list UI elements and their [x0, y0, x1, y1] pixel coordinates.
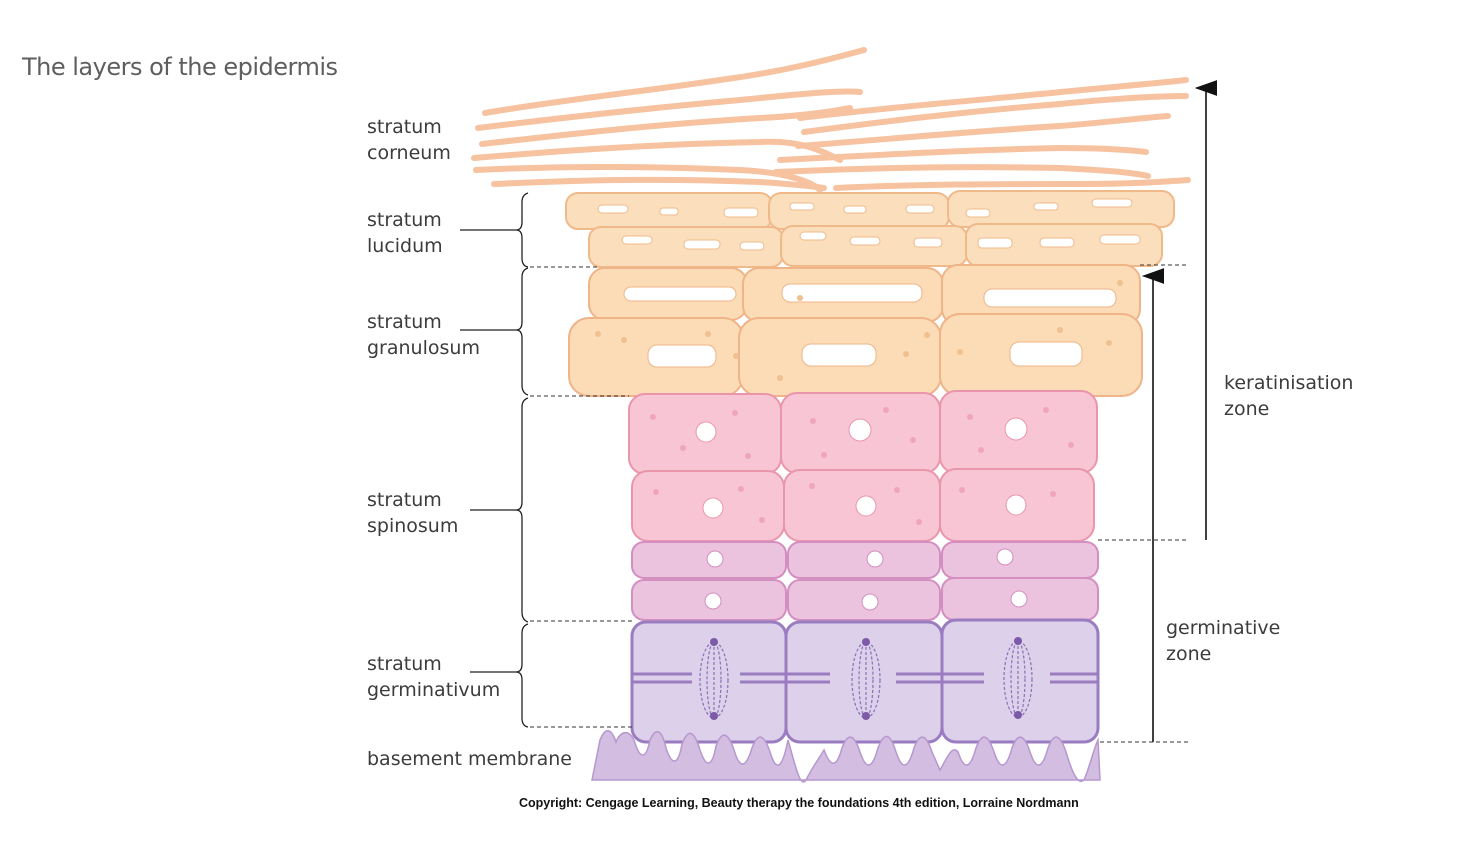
stratum-spinosum-granules [650, 407, 1074, 525]
stratum-spinosum-lower-nuclei [704, 548, 1028, 611]
spindle-poles [710, 637, 1022, 720]
stratum-lucidum-vacuoles [597, 198, 1141, 251]
stratum-spinosum-nuclei [695, 417, 1028, 519]
page-title: The layers of the epidermis [22, 53, 338, 81]
label-basement-membrane: basement membrane [367, 748, 572, 770]
stratum-granulosum-vacuoles [623, 283, 1117, 368]
stratum-lucidum-cells [565, 190, 1175, 268]
stratum-corneum-strands [471, 47, 1191, 193]
stratum-germinativum-cells [630, 618, 1100, 744]
layer-boundary-dashes [530, 264, 1190, 743]
copyright-notice: Copyright: Cengage Learning, Beauty ther… [519, 796, 1079, 810]
stratum-germinativum-cell-divider [632, 672, 1098, 684]
stratum-spinosum-cells [628, 390, 1098, 542]
layer-brackets [460, 192, 529, 728]
stratum-granulosum-granules [595, 280, 1123, 381]
basement-membrane [591, 730, 1101, 783]
